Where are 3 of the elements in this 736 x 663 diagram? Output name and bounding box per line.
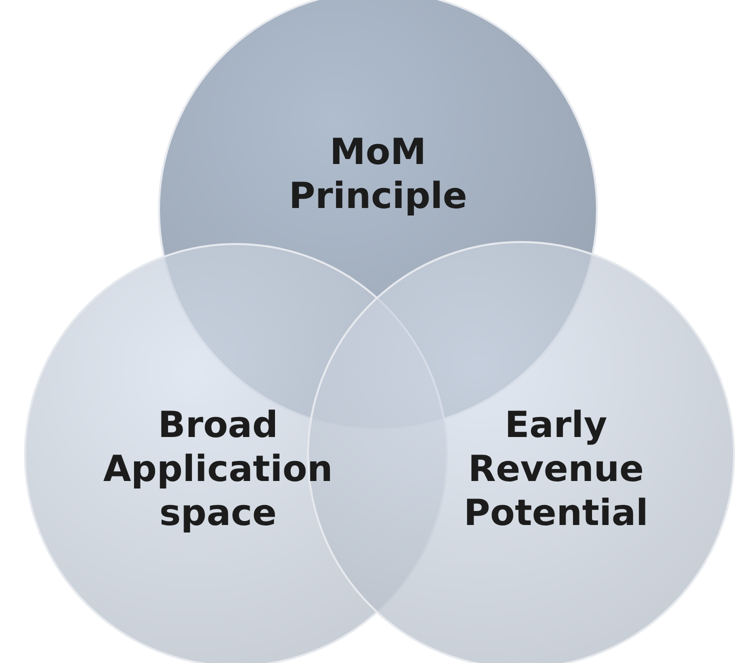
circle-label: Early Revenue Potential [462,404,650,536]
circle-label: MoM Principle [288,131,468,219]
circle-label: Broad Application space [102,404,334,536]
